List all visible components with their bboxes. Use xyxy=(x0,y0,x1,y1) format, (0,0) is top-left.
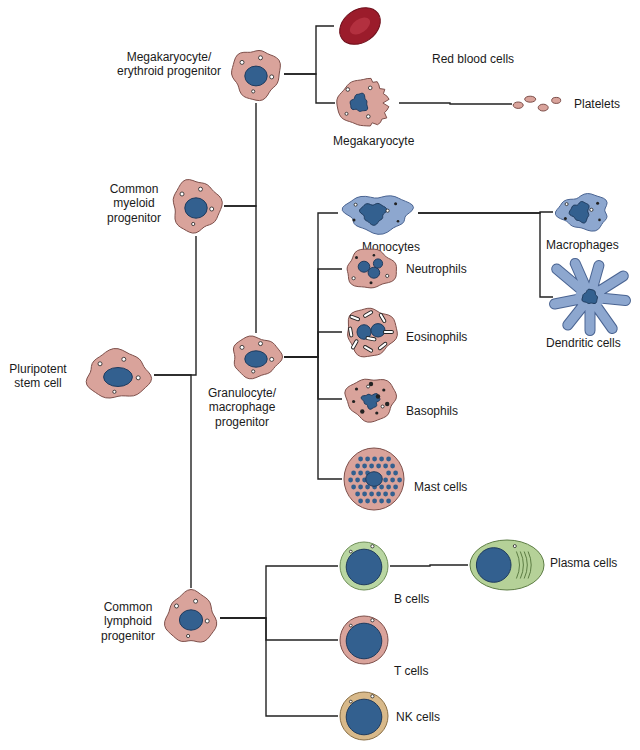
cell-label: Dendritic cells xyxy=(546,336,636,350)
lineage-line xyxy=(284,269,342,357)
cell-label: Common lymphoid progenitor xyxy=(96,600,160,643)
lineage-line xyxy=(220,618,338,640)
cell-node: Macrophages xyxy=(553,190,615,234)
cell-node: Red blood cells xyxy=(334,2,386,50)
cell-label: Megakaryocyte xyxy=(333,134,433,148)
lineage-line xyxy=(284,74,335,103)
cell-node: Eosinophils xyxy=(342,304,400,360)
lineage-line xyxy=(284,357,342,399)
cell-node: NK cells xyxy=(338,690,390,742)
cell-label: Neutrophils xyxy=(406,262,496,276)
cell-illustration xyxy=(553,262,627,332)
cell-illustration xyxy=(338,540,390,592)
lineage-line xyxy=(224,103,256,206)
cell-node: B cells xyxy=(338,540,390,592)
cell-illustration xyxy=(553,190,615,234)
cell-label: Plasma cells xyxy=(550,556,636,570)
cell-label: NK cells xyxy=(396,710,466,724)
cell-illustration xyxy=(162,588,220,648)
cell-label: Macrophages xyxy=(546,238,636,252)
cell-node: T cells xyxy=(338,614,390,666)
lineage-line xyxy=(418,213,553,297)
cell-node: Dendritic cells xyxy=(553,262,627,332)
cell-illustration xyxy=(338,190,418,236)
cell-illustration xyxy=(342,446,406,512)
cell-illustration xyxy=(512,92,564,116)
cell-illustration xyxy=(334,2,386,50)
cell-label: B cells xyxy=(394,592,464,606)
cell-illustration xyxy=(342,304,400,360)
cell-illustration xyxy=(228,45,284,103)
cell-label: Granulocyte/ macrophage progenitor xyxy=(190,386,294,429)
cell-illustration xyxy=(335,76,399,130)
cell-illustration xyxy=(338,614,390,666)
cell-label: Platelets xyxy=(574,97,636,111)
cell-label: Eosinophils xyxy=(406,330,496,344)
cell-node: Monocytes xyxy=(338,190,418,236)
cell-node: Basophils xyxy=(342,374,400,424)
lineage-line xyxy=(284,332,342,357)
cell-illustration xyxy=(468,538,546,592)
lineage-line xyxy=(284,357,342,479)
cell-label: Mast cells xyxy=(414,480,504,494)
cell-label: Megakaryocyte/ erythroid progenitor xyxy=(116,50,222,79)
cell-node: Platelets xyxy=(512,92,564,116)
cell-node: Megakaryocyte/ erythroid progenitor xyxy=(228,45,284,103)
cell-illustration xyxy=(168,176,224,236)
cell-label: Common myeloid progenitor xyxy=(102,182,166,225)
cell-illustration xyxy=(82,347,154,403)
lineage-line xyxy=(220,618,338,716)
cell-illustration xyxy=(342,246,400,292)
cell-node: Megakaryocyte xyxy=(335,76,399,130)
lineage-line xyxy=(284,213,338,357)
cell-label: Pluripotent stem cell xyxy=(2,362,74,391)
cell-node: Plasma cells xyxy=(468,538,546,592)
cell-node: Granulocyte/ macrophage progenitor xyxy=(228,333,284,381)
cell-node: Neutrophils xyxy=(342,246,400,292)
cell-label: Red blood cells xyxy=(432,52,542,66)
lineage-line xyxy=(220,566,338,618)
lineage-line xyxy=(390,565,468,566)
cell-label: Basophils xyxy=(406,404,496,418)
lineage-line xyxy=(284,26,334,74)
lineage-line xyxy=(224,206,256,333)
cell-node: Mast cells xyxy=(342,446,406,512)
cell-illustration xyxy=(342,374,400,424)
lineage-line xyxy=(154,375,191,588)
cell-node: Pluripotent stem cell xyxy=(82,347,154,403)
lineage-line xyxy=(154,236,196,375)
cell-node: Common myeloid progenitor xyxy=(168,176,224,236)
lineage-line xyxy=(399,103,512,104)
cell-illustration xyxy=(228,333,284,381)
cell-node: Common lymphoid progenitor xyxy=(162,588,220,648)
cell-label: T cells xyxy=(394,664,464,678)
cell-illustration xyxy=(338,690,390,742)
